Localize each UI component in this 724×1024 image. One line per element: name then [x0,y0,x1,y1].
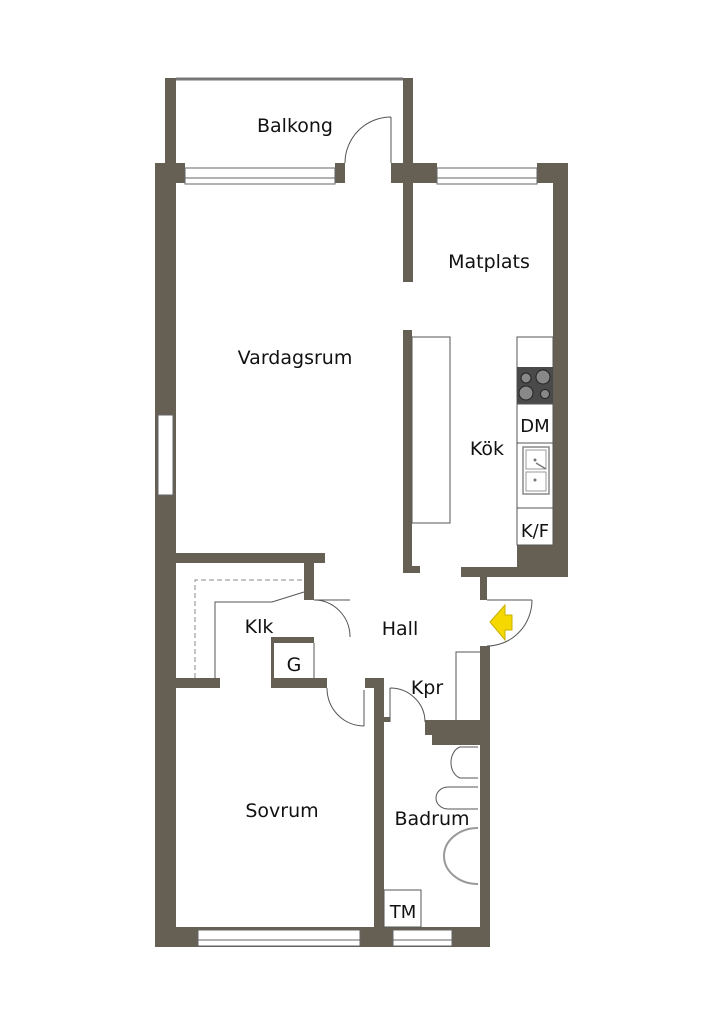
room-label-balkong: Balkong [257,115,333,137]
fixture-label-dm: DM [520,416,549,437]
bathroom-fixtures [435,746,479,885]
doors [313,116,533,727]
room-label-hall: Hall [382,618,419,640]
shower-icon [443,827,479,885]
fixture-label-tm: TM [389,902,417,923]
room-label-klk: Klk [245,616,274,638]
toilet-icon [435,786,478,810]
windows [157,167,538,947]
room-label-vardagsrum: Vardagsrum [238,347,353,369]
fixture-label-kf: K/F [521,521,549,542]
sink-icon [522,446,550,495]
room-label-badrum: Badrum [394,808,469,830]
room-label-g: G [287,654,302,676]
room-label-sovrum: Sovrum [245,800,318,822]
kitchen-fixtures [411,336,554,546]
room-label-matplats: Matplats [448,251,530,273]
labels: Balkong Matplats Vardagsrum Kök Hall Klk… [238,115,550,923]
walls [155,77,568,947]
entrance-arrow-icon [489,603,513,642]
room-label-kpr: Kpr [411,677,444,699]
closets [194,579,480,928]
washbasin-icon [450,746,478,779]
room-label-kok: Kök [470,438,504,460]
